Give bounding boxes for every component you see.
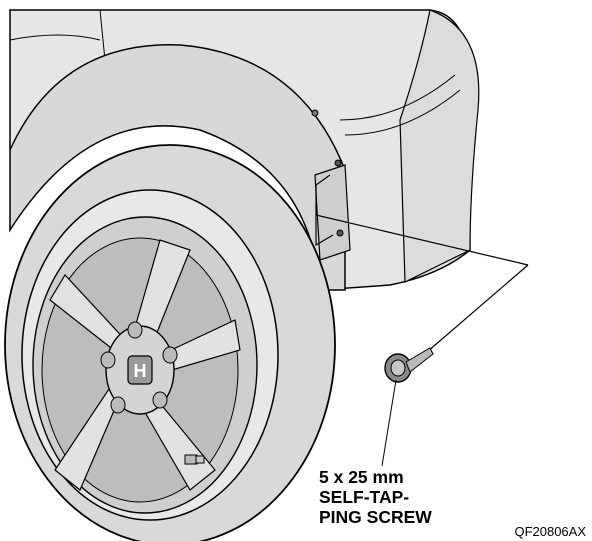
callout-size: 5 x 25 mm	[319, 467, 404, 487]
leader-line-lower	[315, 215, 334, 247]
callout-type-1: SELF-TAP-	[319, 487, 410, 507]
valve-stem	[184, 454, 205, 465]
callout-type-2: PING SCREW	[319, 507, 432, 527]
clip-hole-lower	[336, 229, 344, 237]
leader-line-to-screw	[419, 264, 529, 359]
bumper-edge-line	[339, 74, 456, 121]
molding-end	[314, 164, 351, 261]
clip-hole-top	[311, 109, 319, 117]
clip-hole-upper	[334, 159, 342, 167]
fender-molding	[9, 44, 346, 291]
figure-code: QF20806AX	[514, 524, 586, 539]
leader-line-upper	[315, 174, 529, 266]
screw-callout: 5 x 25 mm SELF-TAP- PING SCREW	[319, 467, 432, 527]
bumper-edge-line-2	[344, 89, 461, 136]
screw-callout-leader	[381, 379, 397, 467]
center-cap-h: H	[134, 361, 147, 381]
self-tapping-screw	[384, 347, 434, 383]
lug-nuts	[100, 321, 178, 414]
body-crease-2	[9, 34, 101, 41]
center-cap-logo	[127, 355, 153, 385]
rear-bumper	[399, 9, 480, 283]
